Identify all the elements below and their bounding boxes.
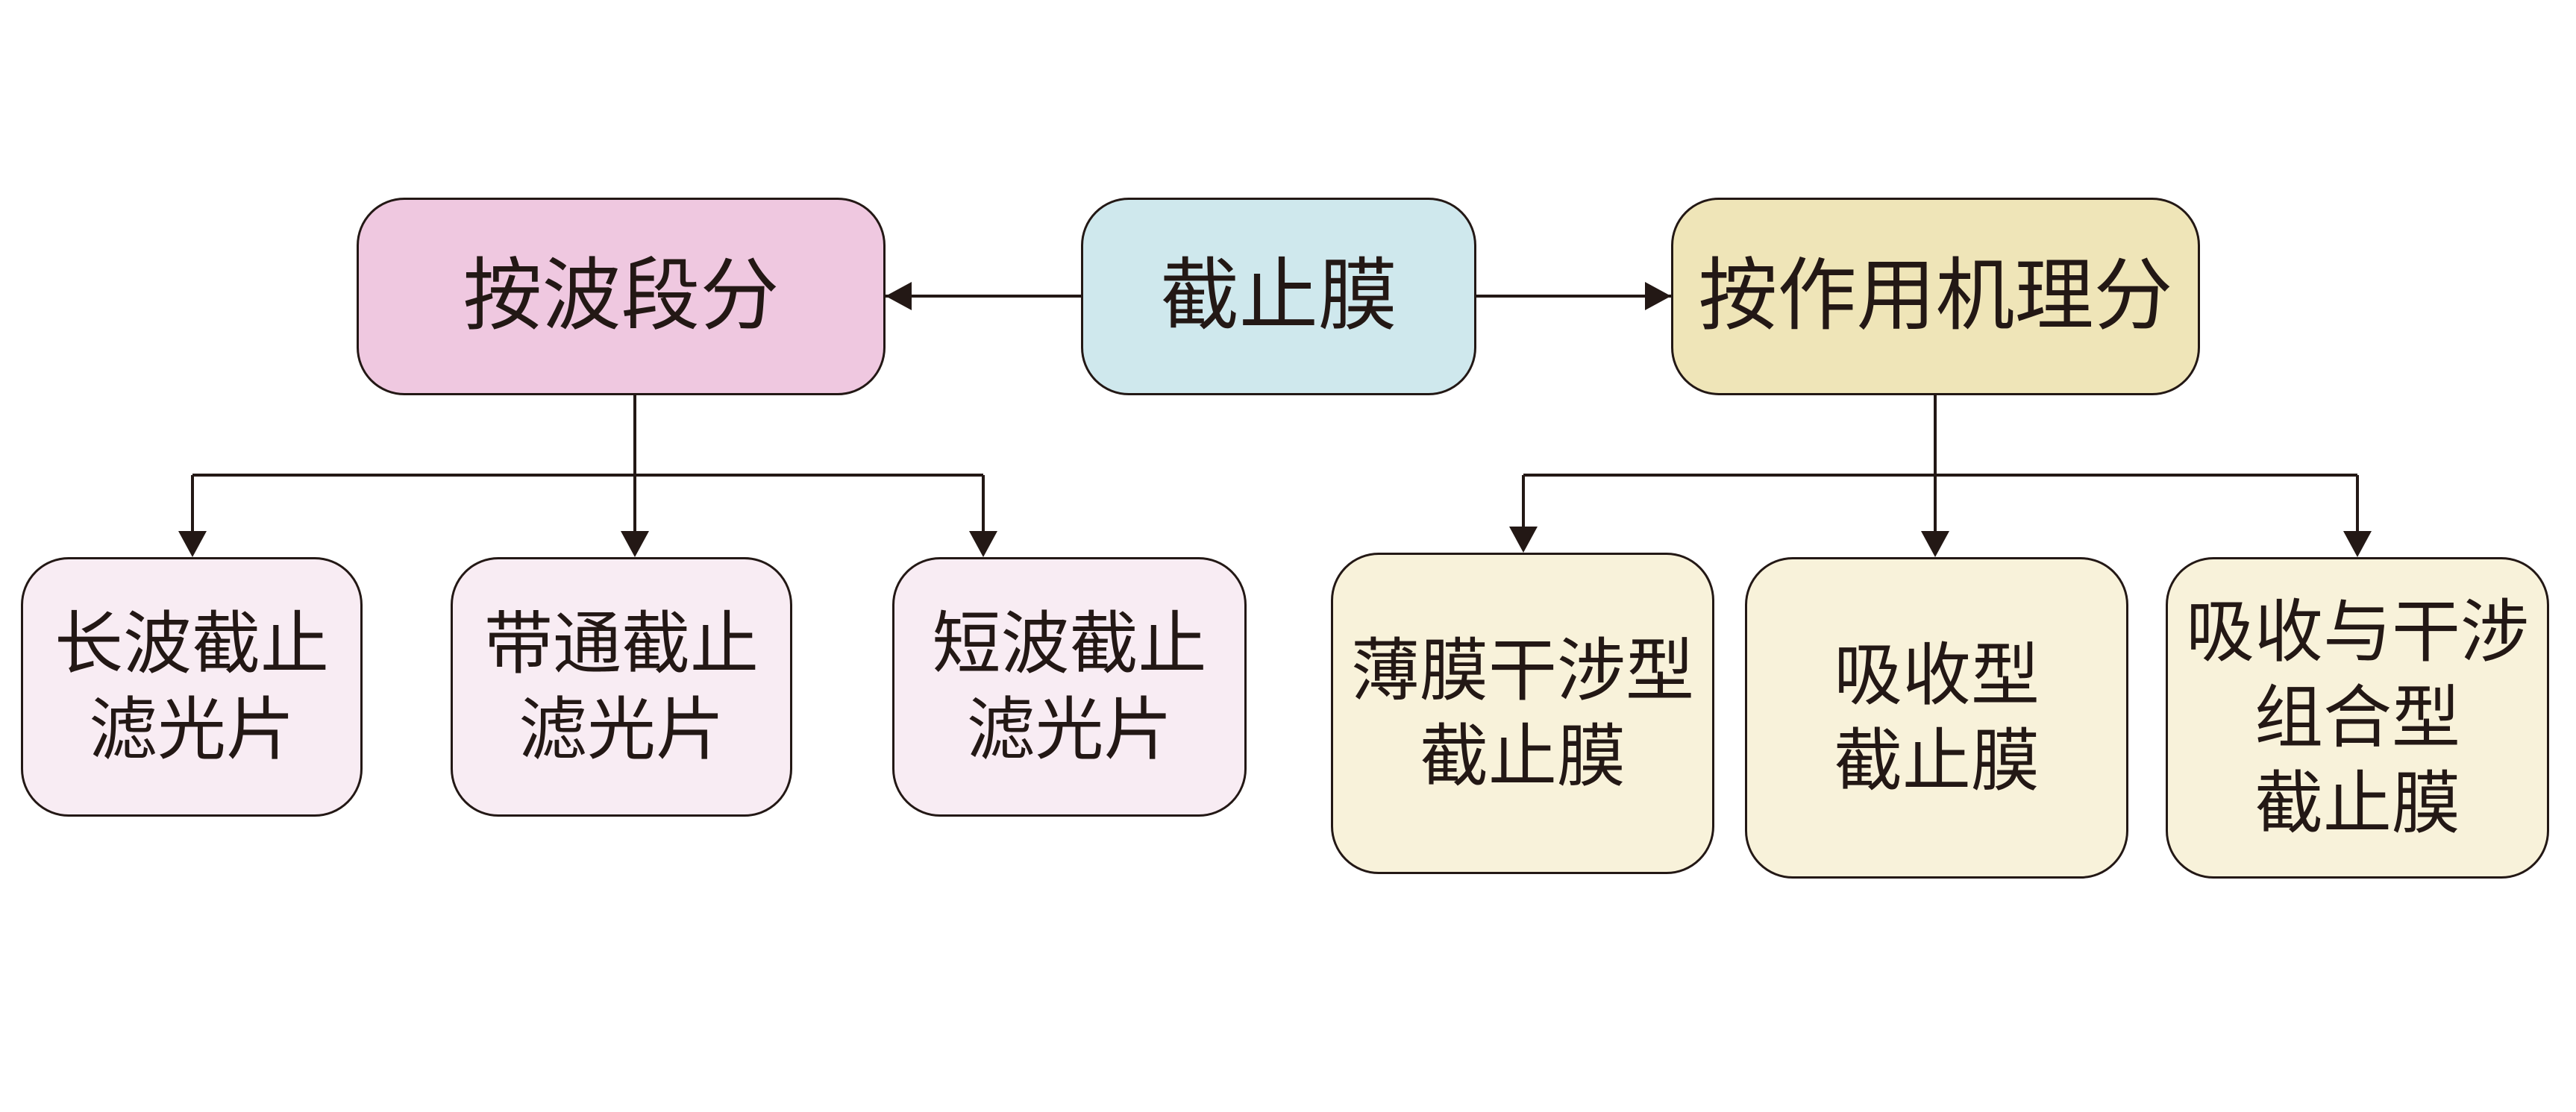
arrowhead-band-1 [178,531,207,557]
node-line: 带通截止 [483,604,759,684]
arrowhead-mechanism [1645,282,1671,310]
arrowhead-mech-2 [1921,531,1949,557]
node-line: 组合型 [2254,678,2460,758]
long-wave-cutoff-filter-node: 长波截止 滤光片 [21,557,363,817]
root-label: 截止膜 [1160,250,1397,342]
node-line: 短波截止 [932,604,1207,684]
node-line: 滤光片 [966,690,1173,770]
short-wave-cutoff-filter-node: 短波截止 滤光片 [892,557,1247,817]
absorption-interference-combo-node: 吸收与干涉 组合型 截止膜 [2166,557,2549,879]
by-band-label: 按波段分 [463,250,780,342]
arrowhead-mech-3 [2343,531,2372,557]
node-line: 滤光片 [518,690,724,770]
node-line: 滤光片 [88,690,295,770]
arrowhead-band [886,282,912,310]
node-line: 薄膜干涉型 [1350,630,1694,711]
bandpass-cutoff-filter-node: 带通截止 滤光片 [451,557,792,817]
node-line: 截止膜 [2254,764,2460,844]
thin-film-interference-node: 薄膜干涉型 截止膜 [1331,553,1714,874]
node-line: 长波截止 [54,604,329,684]
absorption-type-node: 吸收型 截止膜 [1745,557,2128,879]
arrowhead-band-3 [969,531,997,557]
node-line: 截止膜 [1833,720,2040,801]
root-node: 截止膜 [1081,198,1476,395]
node-line: 截止膜 [1419,716,1626,797]
by-mechanism-node: 按作用机理分 [1671,198,2200,395]
by-mechanism-label: 按作用机理分 [1698,250,2173,342]
arrowhead-band-2 [621,531,649,557]
node-line: 吸收与干涉 [2185,592,2529,672]
arrowhead-mech-1 [1509,527,1538,553]
node-line: 吸收型 [1833,635,2040,715]
by-band-node: 按波段分 [357,198,886,395]
